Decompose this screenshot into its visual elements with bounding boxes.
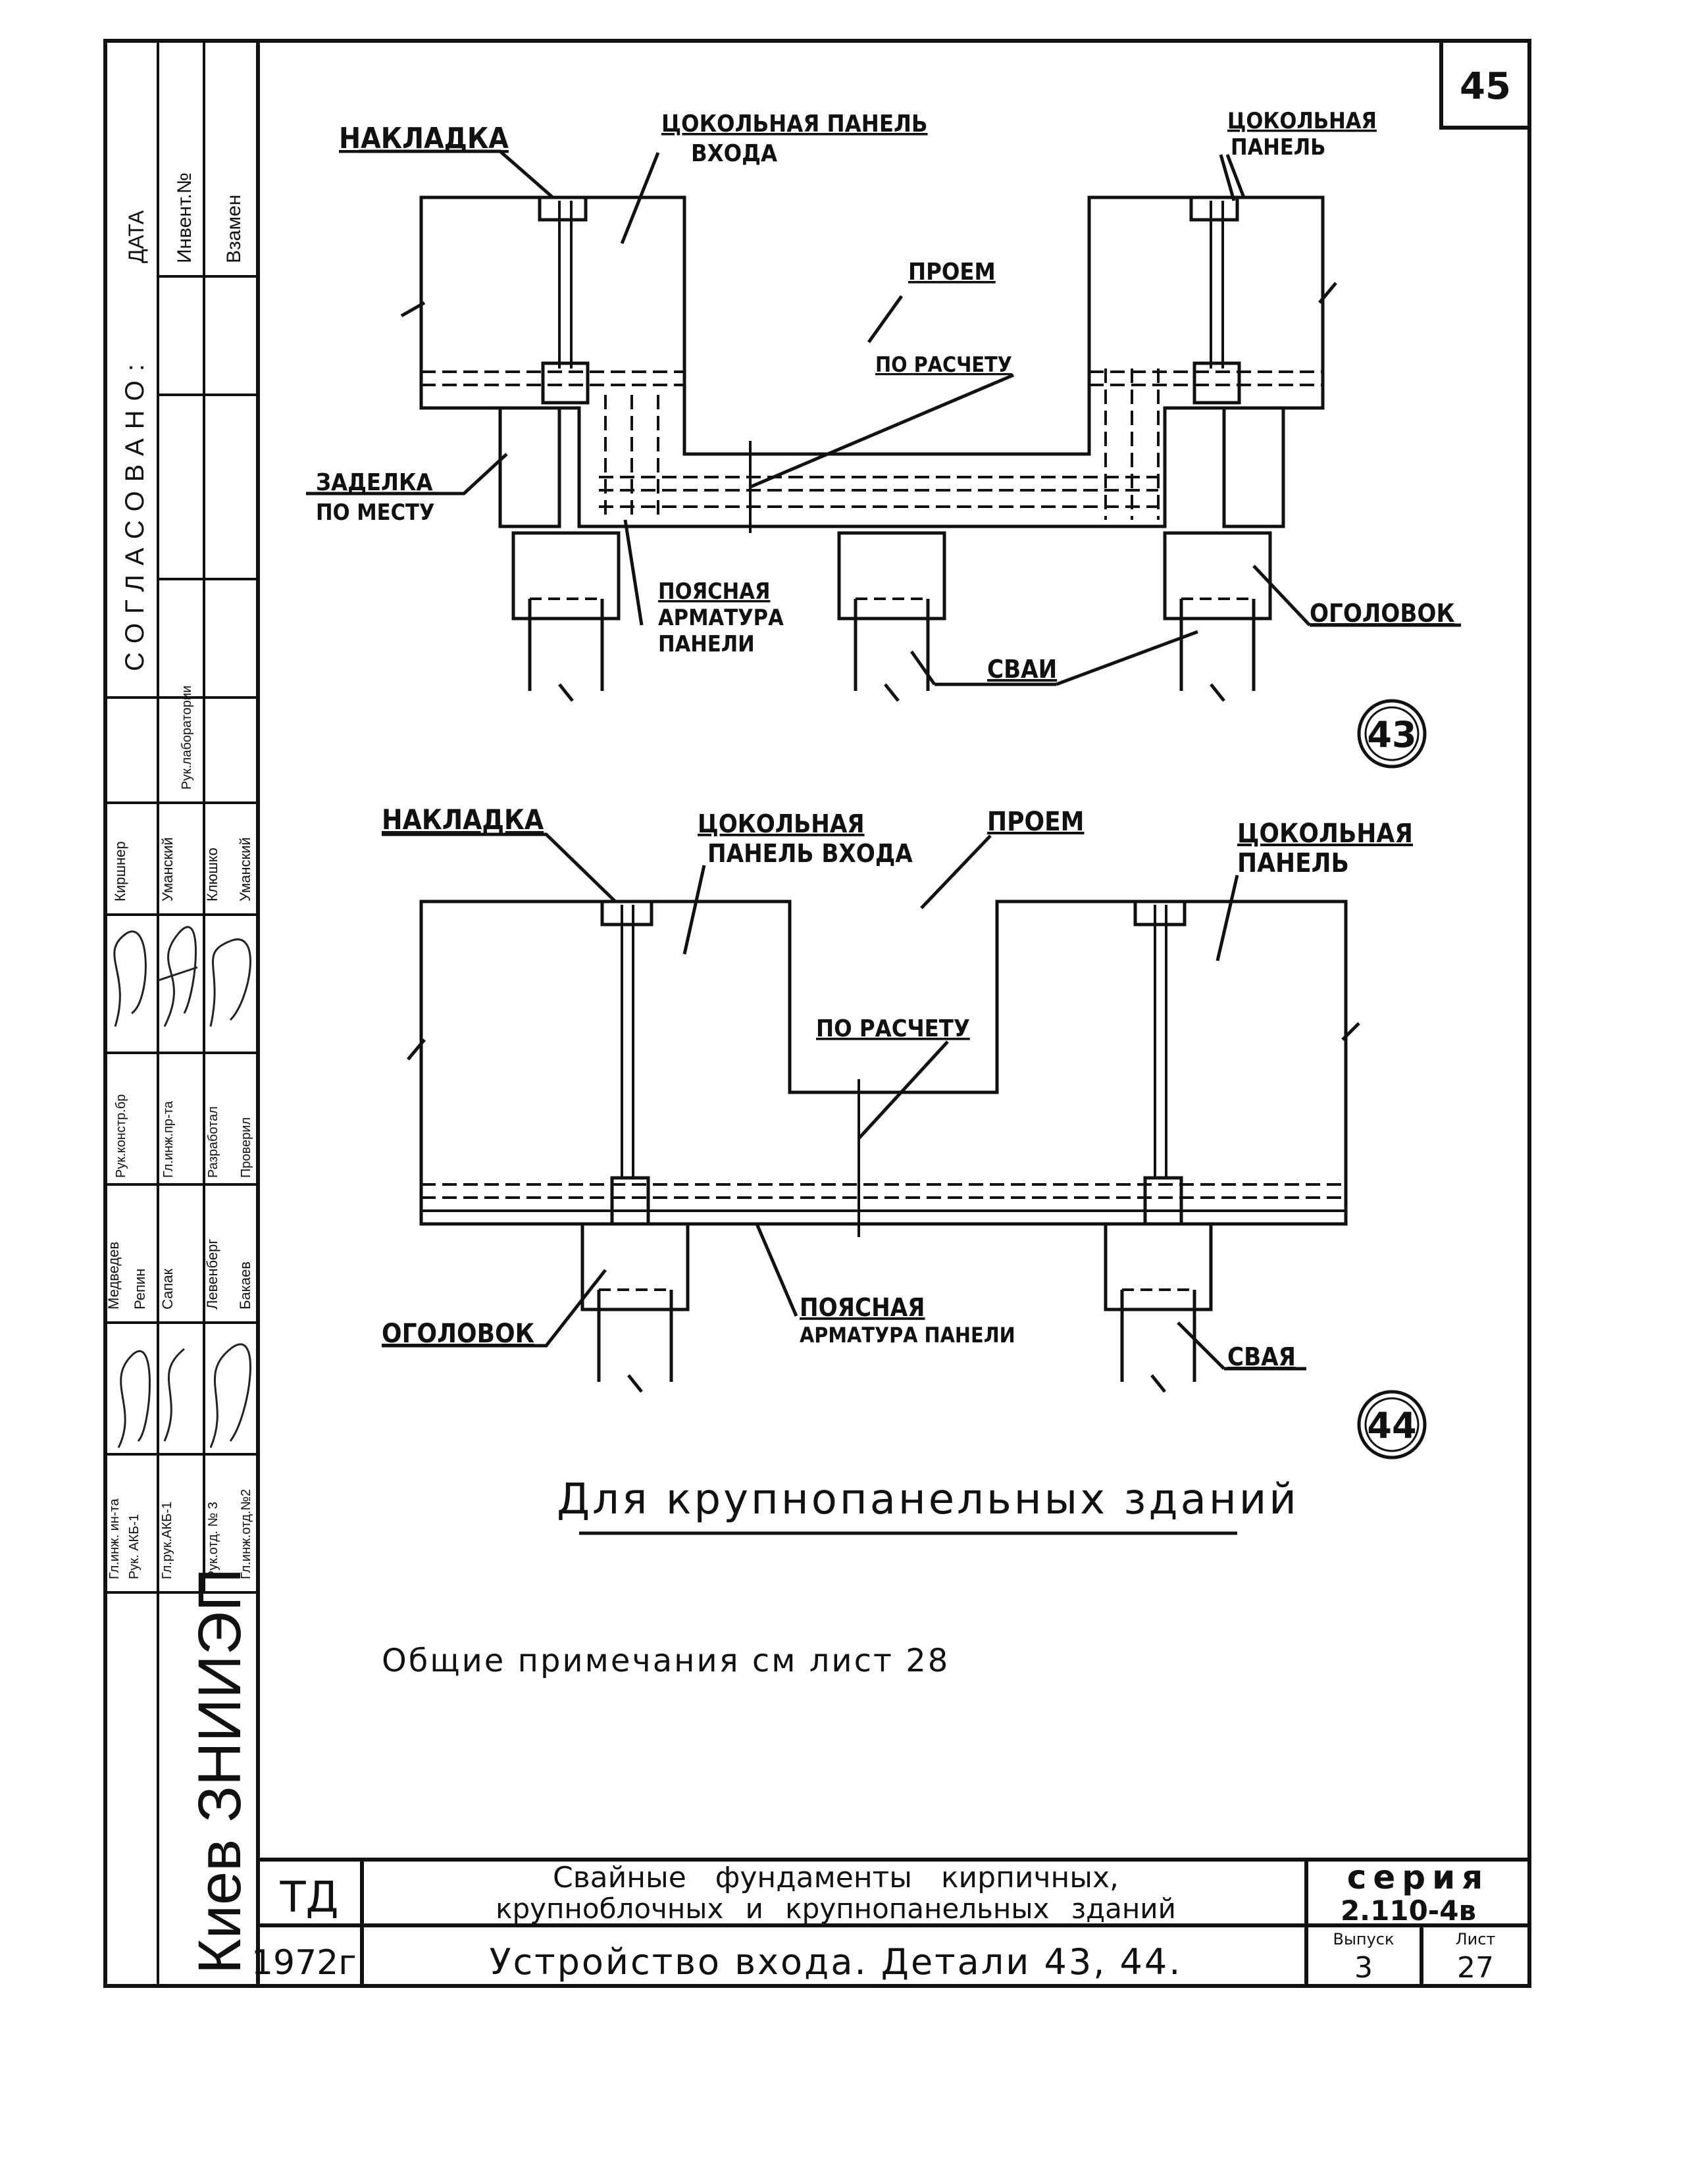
tb-issue-value: 3 xyxy=(1354,1951,1373,1985)
heading-block: Для крупнопанельных зданий Общие примеча… xyxy=(382,1475,1299,1679)
d43-panel-2: ПАНЕЛЬ xyxy=(1231,134,1325,161)
detail-44-marker: 44 xyxy=(1357,1390,1427,1460)
d44-by-calc: ПО РАСЧЕТУ xyxy=(816,1015,970,1042)
d44-opening: ПРОЕМ xyxy=(987,807,1084,837)
detail-44-labels: НАКЛАДКА ЦОКОЛЬНАЯ ПАНЕЛЬ ВХОДА ПРОЕМ ЦО… xyxy=(382,803,1413,1371)
signatures xyxy=(113,926,251,1448)
d43-by-calc: ПО РАСЧЕТУ xyxy=(875,352,1012,377)
stamp-date: ДАТА xyxy=(124,210,148,263)
d43-nakladka: НАКЛАДКА xyxy=(339,122,509,155)
d43-belt-1: ПОЯСНАЯ xyxy=(658,578,770,605)
stamp-name-2: Репин xyxy=(132,1269,148,1309)
side-stamp xyxy=(105,41,258,1986)
d43-entrance-panel-2: ВХОДА xyxy=(691,140,777,167)
stamp-name2-2: Уманский xyxy=(159,837,176,902)
d44-belt-1: ПОЯСНАЯ xyxy=(800,1293,925,1322)
d44-panel-1: ЦОКОЛЬНАЯ xyxy=(1237,819,1413,849)
stamp-name2-3: Клюшко xyxy=(204,848,220,902)
d44-panel-2: ПАНЕЛЬ xyxy=(1237,848,1349,878)
stamp-role-2: Рук. АКБ-1 xyxy=(127,1514,141,1579)
d43-sealing-2: ПО МЕСТУ xyxy=(316,499,435,526)
d44-belt-2: АРМАТУРА ПАНЕЛИ xyxy=(800,1323,1015,1348)
tb-org-code: ТД xyxy=(279,1873,338,1922)
side-stamp-text: Киев ЗНИИЭП СОГЛАСОВАНО: ДАТА Инвент.№ В… xyxy=(105,172,253,1974)
d44-entrance-panel-2: ПАНЕЛЬ ВХОДА xyxy=(707,839,913,868)
tb-series-label: серия xyxy=(1347,1858,1489,1896)
d44-pile-cap: ОГОЛОВОК xyxy=(382,1319,534,1349)
stamp-name-4: Левенберг xyxy=(204,1239,220,1309)
general-note: Общие примечания см лист 28 xyxy=(382,1642,950,1679)
stamp-role-3: Гл.рук.АКБ-1 xyxy=(160,1502,174,1579)
title-block-text: ТД 1972г. Свайные фундаменты кирпичных, … xyxy=(251,1858,1496,1985)
stamp-replaces: Взамен xyxy=(223,195,245,263)
stamp-role2-3: Разработал xyxy=(206,1106,220,1178)
d43-belt-3: ПАНЕЛИ xyxy=(658,631,755,657)
d43-entrance-panel-1: ЦОКОЛЬНАЯ ПАНЕЛЬ xyxy=(661,111,928,138)
stamp-org: Киев ЗНИИЭП xyxy=(186,1568,253,1974)
tb-series-value: 2.110-4в xyxy=(1341,1894,1476,1927)
tb-sheet-value: 27 xyxy=(1457,1951,1494,1985)
stamp-name-3: Сапак xyxy=(159,1268,176,1309)
detail-43-labels: НАКЛАДКА ЦОКОЛЬНАЯ ПАНЕЛЬ ВХОДА ЦОКОЛЬНА… xyxy=(316,108,1454,684)
stamp-name-5: Бакаев xyxy=(237,1261,253,1309)
tb-issue-label: Выпуск xyxy=(1333,1930,1395,1948)
tb-subject-2: крупноблочных и крупнопанельных зданий xyxy=(496,1892,1176,1925)
d43-opening: ПРОЕМ xyxy=(908,259,996,286)
tb-drawing-title: Устройство входа. Детали 43, 44. xyxy=(490,1941,1183,1983)
tb-subject-1: Свайные фундаменты кирпичных, xyxy=(553,1861,1119,1894)
tb-year: 1972г. xyxy=(251,1943,367,1983)
stamp-lab: Рук.лаборатории xyxy=(180,686,194,790)
d44-pile: СВАЯ xyxy=(1227,1342,1296,1371)
tb-sheet-label: Лист xyxy=(1456,1930,1496,1948)
stamp-role-5: Гл.инж.отд.№2 xyxy=(239,1489,253,1579)
d44-entrance-panel-1: ЦОКОЛЬНАЯ xyxy=(698,809,865,838)
d44-marker-number: 44 xyxy=(1367,1405,1416,1446)
sheet-number: 45 xyxy=(1460,65,1511,108)
stamp-agreed: СОГЛАСОВАНО: xyxy=(120,355,149,671)
d43-pile-cap: ОГОЛОВОК xyxy=(1310,599,1454,628)
d43-piles: СВАИ xyxy=(987,655,1057,684)
stamp-name-1: Медведев xyxy=(105,1242,122,1309)
d43-belt-2: АРМАТУРА xyxy=(658,605,784,631)
sheet-frame xyxy=(103,39,1531,1988)
d43-marker-number: 43 xyxy=(1367,714,1416,755)
heading: Для крупнопанельных зданий xyxy=(557,1475,1299,1524)
stamp-name2-4: Уманский xyxy=(237,837,253,902)
detail-43-marker: 43 xyxy=(1357,699,1427,769)
stamp-name2-1: Киршнер xyxy=(112,841,128,902)
d44-nakladka: НАКЛАДКА xyxy=(382,803,544,836)
detail-44 xyxy=(382,832,1360,1393)
d43-sealing-1: ЗАДЕЛКА xyxy=(316,469,433,496)
stamp-role-4: Рук.отд. № 3 xyxy=(206,1502,220,1579)
stamp-role2-4: Проверил xyxy=(239,1117,253,1178)
stamp-inv: Инвент.№ xyxy=(174,172,195,263)
stamp-role2-1: Рук.констр.бр xyxy=(114,1094,128,1178)
d43-panel-1: ЦОКОЛЬНАЯ xyxy=(1227,108,1377,134)
detail-43 xyxy=(306,149,1461,702)
sheet-number-box: 45 xyxy=(1439,39,1531,130)
stamp-role-1: Гл.инж. ин-та xyxy=(107,1498,122,1579)
stamp-role2-2: Гл.инж.пр-та xyxy=(161,1100,176,1178)
title-block xyxy=(258,1858,1529,1986)
